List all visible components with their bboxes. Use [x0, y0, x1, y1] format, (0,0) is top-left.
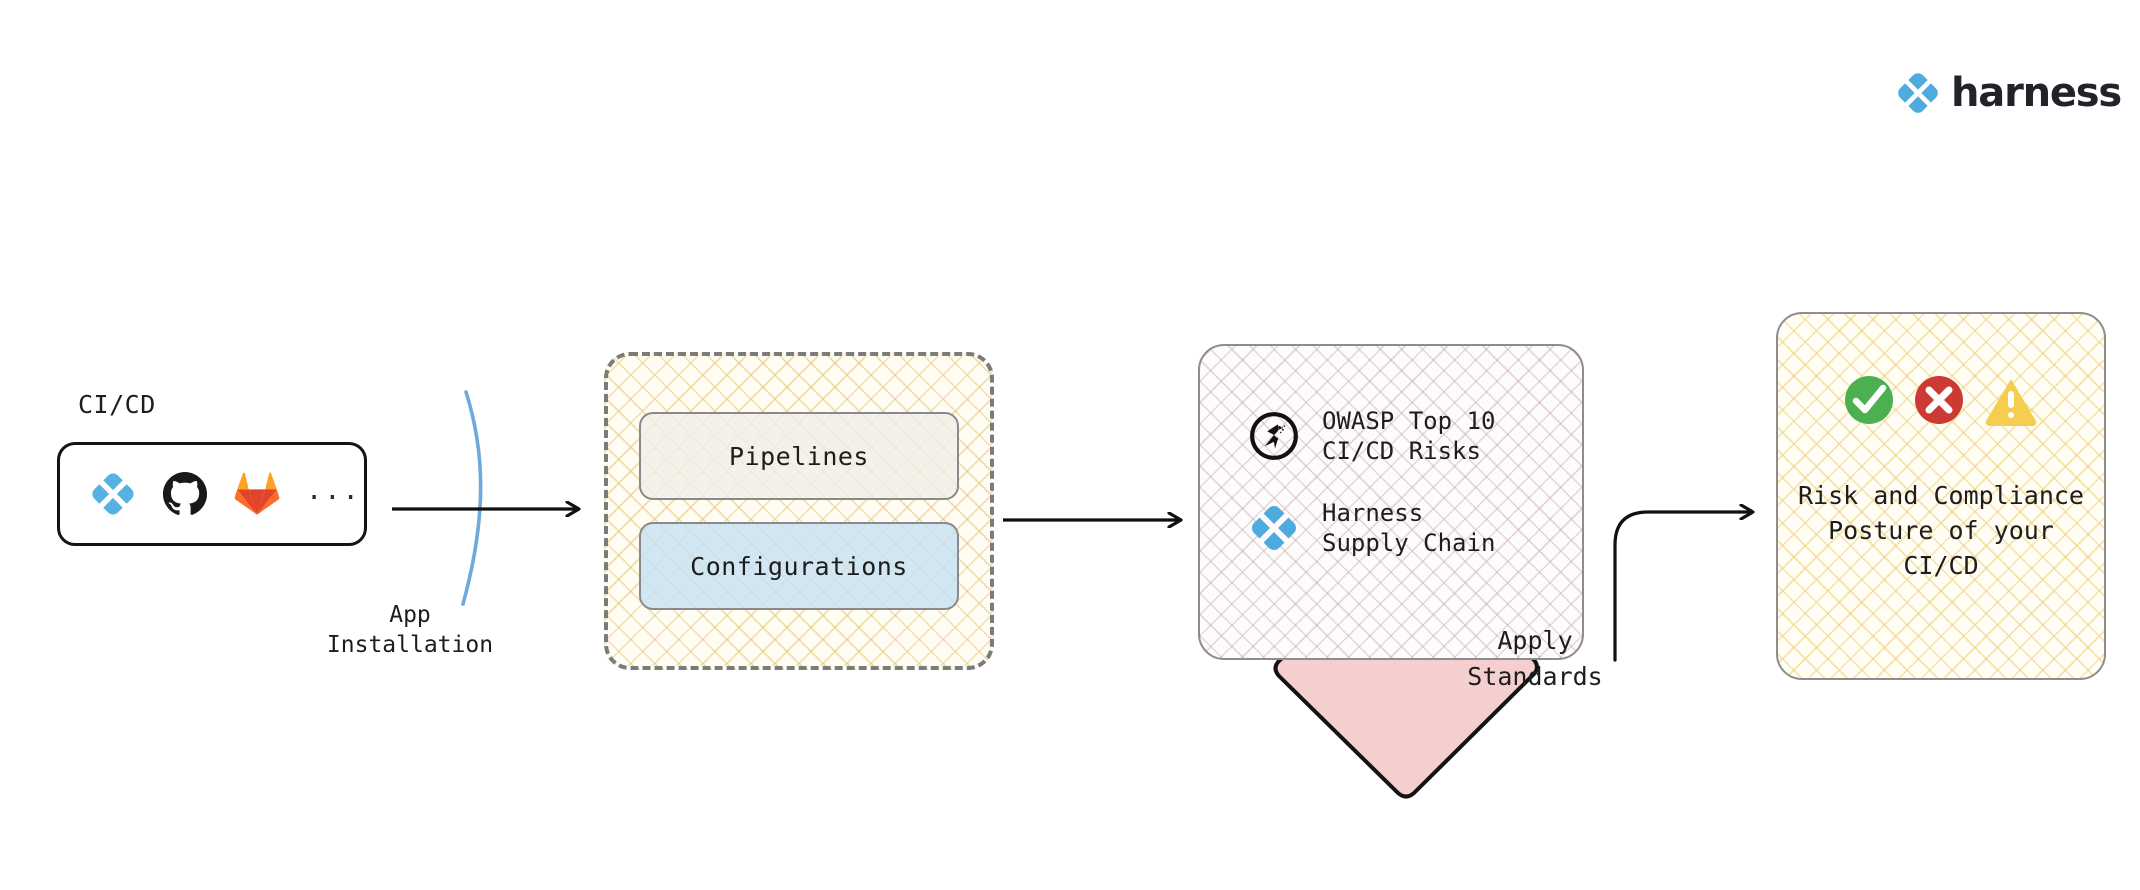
harness-logo-icon — [1252, 506, 1296, 550]
outcome-box: Risk and Compliance Posture of your CI/C… — [1776, 312, 2106, 680]
outcome-label: Risk and Compliance Posture of your CI/C… — [1798, 481, 2084, 580]
app-installation-label: App Installation — [326, 602, 494, 658]
standards-item-owasp-label: OWASP Top 10 CI/CD Risks — [1322, 407, 1496, 465]
card-configurations[interactable]: Configurations — [639, 522, 959, 610]
github-octocat-icon — [162, 471, 208, 515]
more-tools-ellipsis: ... — [306, 474, 361, 506]
harness-logo-icon — [92, 473, 134, 515]
source-tools-box[interactable]: ... — [57, 442, 367, 546]
brand-logo: harness — [1897, 70, 2122, 116]
source-label: CI/CD — [78, 390, 156, 419]
check-circle-icon — [1845, 376, 1893, 424]
standards-item-harness[interactable]: Harness Supply Chain — [1248, 498, 1582, 558]
apply-standards-label: Apply Standards — [1467, 626, 1603, 691]
x-circle-icon — [1915, 376, 1963, 424]
apply-standards-node-wrap[interactable]: Apply Standards — [1399, 543, 1671, 775]
gitlab-fox-icon — [234, 472, 280, 515]
standards-item-harness-label: Harness Supply Chain — [1322, 499, 1496, 557]
brand-name: harness — [1951, 70, 2122, 116]
connector-arrow-apply-to-outcome — [1613, 512, 1752, 662]
status-icon-group — [1843, 374, 2039, 426]
standards-box: OWASP Top 10 CI/CD Risks Harness Supply … — [1198, 344, 1584, 660]
card-pipelines-label: Pipelines — [729, 441, 869, 471]
card-configurations-label: Configurations — [690, 551, 908, 581]
pipelines-group-container: Pipelines Configurations — [604, 352, 994, 670]
warning-triangle-icon — [1985, 379, 2037, 426]
harness-diamond-logo-icon — [1898, 73, 1938, 113]
owasp-logo-icon — [1250, 412, 1298, 460]
standards-item-owasp[interactable]: OWASP Top 10 CI/CD Risks — [1248, 406, 1582, 466]
app-installation-boundary-curve — [461, 390, 483, 606]
card-pipelines[interactable]: Pipelines — [639, 412, 959, 500]
